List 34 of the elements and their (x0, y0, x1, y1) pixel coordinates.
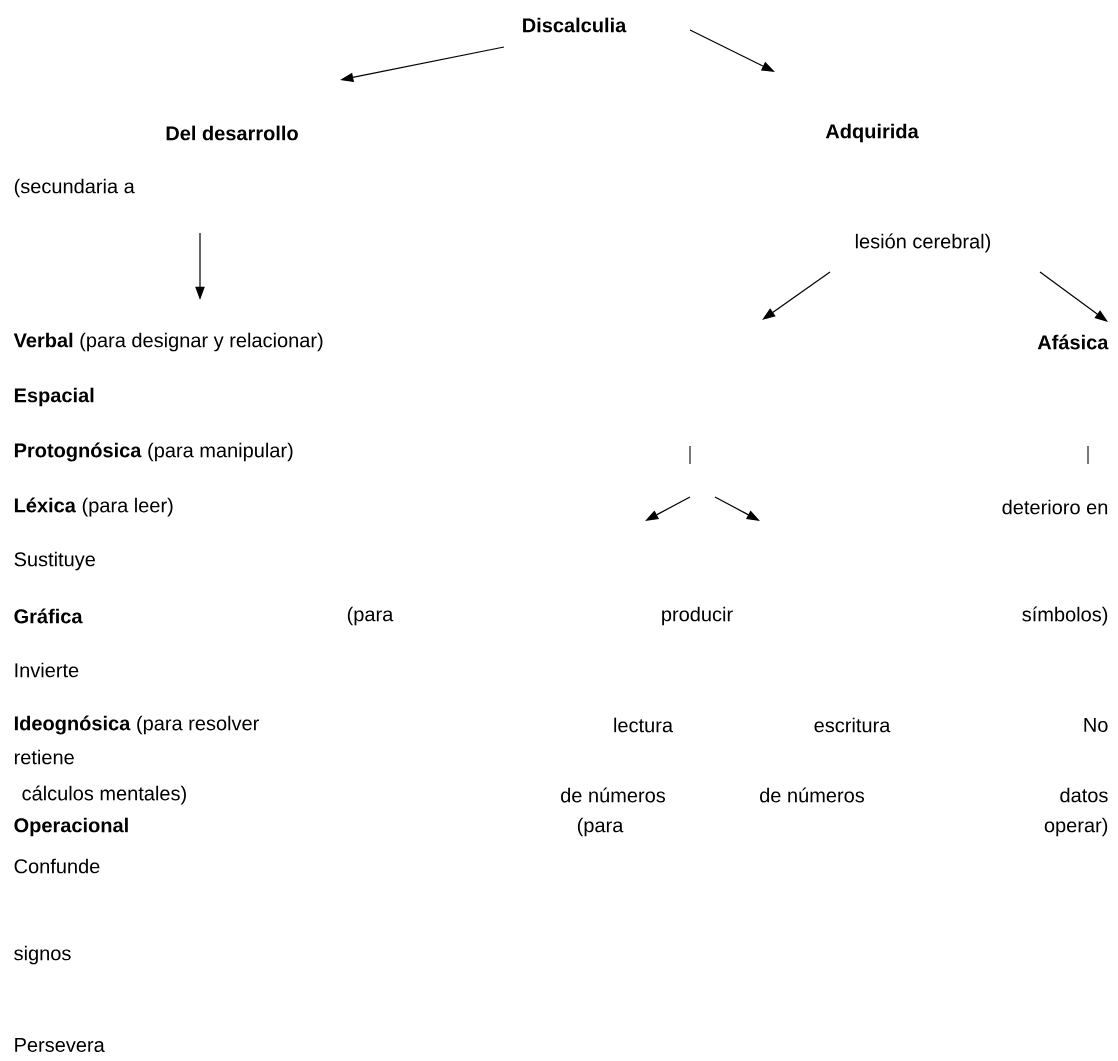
label-text: retiene (14, 749, 74, 765)
label-text: Persevera (15, 1038, 105, 1052)
label-text: datos (1060, 787, 1108, 803)
category-label: Discalculia (523, 17, 627, 33)
label-text: Ideognósica (para resolver (14, 715, 259, 735)
category-label: escritura (814, 717, 891, 733)
label-text: cálculos mentales) (22, 785, 186, 805)
label-text: (para (577, 817, 624, 837)
label-text: Operacional (14, 817, 128, 837)
category-label: Del desarrollo (166, 125, 298, 141)
category-label: lesión cerebral) (855, 233, 991, 253)
label-text: Espacial (14, 387, 94, 407)
category-label: lectura (614, 717, 673, 733)
label-text: de números (760, 787, 865, 803)
arrow (762, 271, 831, 320)
label-text: de números (561, 787, 666, 803)
label-text: Léxica (para leer) (14, 497, 173, 517)
label-text: Gráfica (14, 608, 83, 624)
label-text: Confunde (14, 858, 100, 874)
label-text: símbolos) (1022, 606, 1108, 626)
label-text: Protognósica (para manipular) (14, 442, 293, 462)
category-label: Afásica (1037, 334, 1109, 350)
label-text: operar) (1044, 817, 1108, 837)
label-text: producir (662, 606, 733, 626)
label-text: Sustituye (14, 551, 95, 571)
label-text: deterioro en (1002, 499, 1108, 515)
category-label: Verbal (para designar y relacionar) (13, 332, 323, 352)
category-label: Adquirida (825, 123, 919, 143)
arrow (1039, 271, 1108, 322)
category-label: (secundaria a (14, 178, 135, 198)
label-text: (para (347, 606, 394, 626)
label-text: No (1084, 718, 1108, 732)
label-text: Invierte (15, 662, 79, 678)
label-text: signos (14, 945, 71, 965)
